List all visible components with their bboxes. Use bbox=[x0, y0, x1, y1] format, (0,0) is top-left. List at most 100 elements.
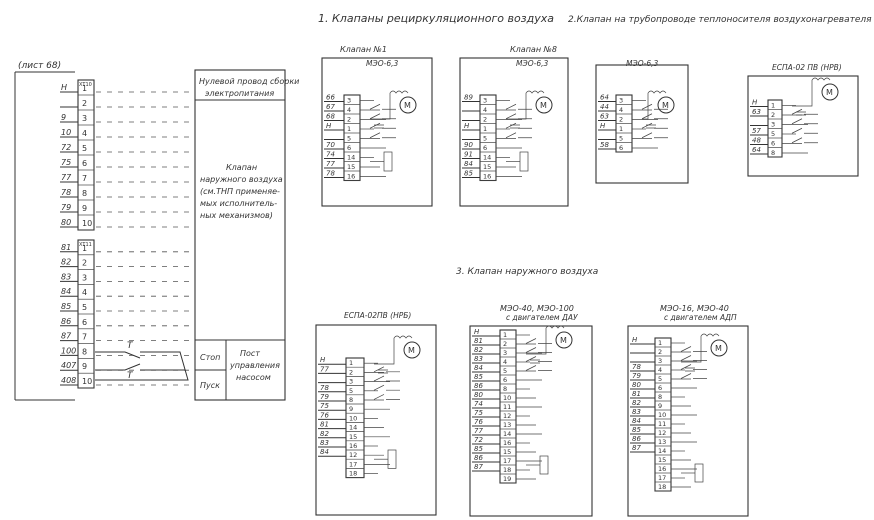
terminal-number: 4 bbox=[347, 106, 351, 114]
terminal-number: 3 bbox=[483, 97, 487, 105]
terminal-number: 10 bbox=[82, 219, 92, 228]
terminal-number: 6 bbox=[658, 384, 662, 392]
terminal-number: 12 bbox=[503, 412, 511, 420]
wire-label: 9 bbox=[61, 113, 66, 122]
terminal-number: 9 bbox=[82, 362, 87, 371]
switch-start-label: Т bbox=[127, 371, 134, 381]
table-valve-line3: (см.ТНП применяе- bbox=[200, 187, 280, 196]
terminal-number: 15 bbox=[658, 456, 666, 464]
terminal-number: 8 bbox=[658, 393, 662, 401]
wire-label: 57 bbox=[752, 127, 761, 135]
terminal-number: 14 bbox=[503, 430, 511, 438]
valve-frame bbox=[469, 325, 593, 517]
terminal-number: 5 bbox=[349, 387, 353, 395]
terminal-number: 12 bbox=[658, 429, 666, 437]
terminal-number: 3 bbox=[82, 273, 87, 282]
table-post-line2: управления bbox=[229, 361, 280, 370]
wire-label: 85 bbox=[474, 373, 483, 381]
wire-label: 86 bbox=[474, 382, 483, 390]
terminal-number: 6 bbox=[82, 159, 87, 168]
motor-icon bbox=[657, 96, 675, 114]
terminal-number: 2 bbox=[771, 111, 775, 119]
wire-label: 64 bbox=[752, 146, 761, 154]
wire-label: 75 bbox=[61, 158, 71, 167]
valve-frame bbox=[747, 75, 859, 177]
wire-label: 82 bbox=[474, 346, 483, 354]
terminal-number: 5 bbox=[82, 144, 87, 153]
wire-label: 87 bbox=[474, 463, 483, 471]
wire-label: 89 bbox=[464, 94, 473, 102]
wire-label: 75 bbox=[474, 409, 483, 417]
terminal-number: 10 bbox=[349, 414, 357, 422]
terminal-number: 5 bbox=[483, 135, 487, 143]
capacitor-icon bbox=[530, 359, 540, 364]
terminal-number: 18 bbox=[349, 470, 357, 478]
terminal-number: 9 bbox=[82, 204, 87, 213]
capacitor-icon bbox=[374, 124, 384, 129]
wire-label: 83 bbox=[474, 355, 483, 363]
terminal-number: 16 bbox=[503, 439, 511, 447]
wire-label: 70 bbox=[326, 141, 335, 149]
terminal-number: 10 bbox=[658, 411, 666, 419]
motor-icon bbox=[710, 339, 728, 357]
terminal-number: 4 bbox=[483, 106, 487, 114]
wire-label: 48 bbox=[752, 137, 761, 145]
wire-label: 80 bbox=[474, 391, 483, 399]
wire-label: 77 bbox=[320, 365, 329, 373]
table-valve-line4: мых исполнитель- bbox=[200, 199, 277, 208]
terminal-number: 17 bbox=[349, 460, 357, 468]
capacitor-icon bbox=[796, 111, 806, 116]
terminal-number: 2 bbox=[483, 116, 487, 124]
wire-label: 82 bbox=[320, 430, 329, 438]
wire-label: 84 bbox=[632, 417, 641, 425]
wire-label: Н bbox=[474, 328, 480, 336]
terminal-number: 7 bbox=[82, 174, 87, 183]
terminal-number: 4 bbox=[82, 129, 87, 138]
wire-label: 74 bbox=[474, 400, 483, 408]
wire-label: 79 bbox=[632, 372, 641, 380]
wire-label: 67 bbox=[326, 103, 335, 111]
valve-actuator: с двигателем АДП bbox=[664, 313, 737, 322]
terminal-number: 1 bbox=[658, 339, 662, 347]
valve-title: Клапан №8 bbox=[510, 45, 557, 54]
wire-label: 44 bbox=[600, 103, 609, 111]
terminal-number: 16 bbox=[349, 442, 357, 450]
motor-label: М bbox=[662, 101, 669, 110]
terminal-number: 3 bbox=[82, 114, 87, 123]
valve-actuator: МЭО-6,3 bbox=[366, 59, 398, 68]
terminal-number: 16 bbox=[347, 173, 355, 181]
motor-label: М bbox=[404, 101, 411, 110]
terminal-number: 15 bbox=[349, 433, 357, 441]
wire-label: 84 bbox=[464, 160, 473, 168]
terminal-number: 5 bbox=[347, 135, 351, 143]
potentiometer bbox=[539, 455, 549, 475]
wire-label: 78 bbox=[320, 384, 329, 392]
terminal-number: 3 bbox=[658, 357, 662, 365]
wire-label: 58 bbox=[600, 141, 609, 149]
wire-label: 87 bbox=[61, 332, 72, 341]
winding-icon bbox=[393, 335, 413, 339]
terminal-number: 14 bbox=[483, 154, 491, 162]
table-post-line1: Пост bbox=[240, 349, 260, 358]
wire-label: 80 bbox=[632, 381, 641, 389]
terminal-number: 11 bbox=[503, 403, 511, 411]
valve-frame bbox=[595, 64, 689, 184]
wire-label: 86 bbox=[632, 435, 641, 443]
terminal-number: 8 bbox=[349, 396, 353, 404]
wire-label: 75 bbox=[320, 402, 329, 410]
wire-label: 79 bbox=[320, 393, 329, 401]
wire-label: 84 bbox=[320, 448, 329, 456]
wire-label: 81 bbox=[474, 337, 483, 345]
wire-label: 63 bbox=[752, 108, 761, 116]
terminal-number: 8 bbox=[503, 385, 507, 393]
terminal-number: 1 bbox=[503, 331, 507, 339]
terminal-number: 1 bbox=[771, 102, 775, 110]
terminal-number: 2 bbox=[658, 348, 662, 356]
wire-label: 82 bbox=[632, 399, 641, 407]
wire-label: 85 bbox=[632, 426, 641, 434]
wire-label: 100 bbox=[61, 346, 76, 355]
terminal-number: 8 bbox=[82, 189, 87, 198]
